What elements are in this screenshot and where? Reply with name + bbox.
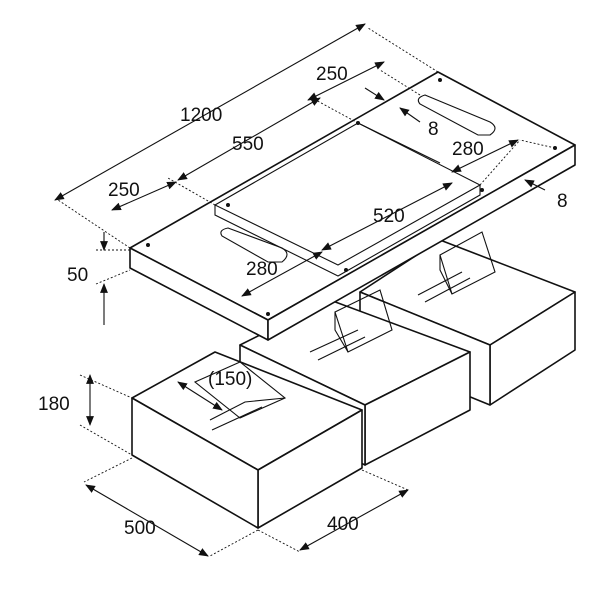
- dimension-labels: 1200 250 550 250 8 280 8 520 280 50 180 …: [38, 64, 568, 539]
- dim-label-520: 520: [373, 206, 405, 227]
- dim-label-180: 180: [38, 394, 70, 415]
- dim-label-150: (150): [208, 369, 252, 390]
- dim-label-280-front: 280: [246, 259, 278, 280]
- plate-slot-right: [417, 94, 496, 136]
- dimension-lines: [54, 23, 546, 557]
- dim-label-250-left: 250: [108, 180, 140, 201]
- dim-label-400: 400: [327, 514, 359, 535]
- dim-label-1200: 1200: [180, 105, 222, 126]
- dim-label-280-back: 280: [452, 139, 484, 160]
- dim-label-550: 550: [232, 134, 264, 155]
- dim-label-500: 500: [124, 518, 156, 539]
- dim-label-8-side: 8: [557, 191, 568, 212]
- dim-label-250-top: 250: [316, 64, 348, 85]
- dim-label-50: 50: [67, 265, 88, 286]
- dim-label-8-top: 8: [428, 119, 439, 140]
